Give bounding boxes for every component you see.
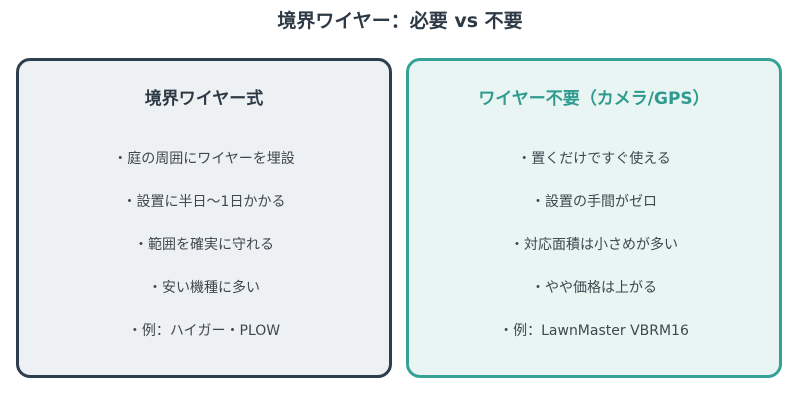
wireless-feature-item: ・やや価格は上がる <box>531 280 657 296</box>
wired-panel: 境界ワイヤー式 ・庭の周囲にワイヤーを埋設 ・設置に半日〜1日かかる ・範囲を確… <box>16 58 392 378</box>
wired-feature-item: ・設置に半日〜1日かかる <box>122 194 286 210</box>
wired-feature-item: ・庭の周囲にワイヤーを埋設 <box>113 151 295 167</box>
wired-panel-heading: 境界ワイヤー式 <box>144 89 264 109</box>
wireless-panel-heading: ワイヤー不要（カメラ/GPS） <box>478 89 710 109</box>
wired-feature-item: ・安い機種に多い <box>148 280 260 296</box>
wireless-feature-list: ・置くだけですぐ使える ・設置の手間がゼロ ・対応面積は小さめが多い ・やや価格… <box>409 149 779 364</box>
wireless-feature-item: ・例：LawnMaster VBRM16 <box>499 323 689 339</box>
wireless-feature-item: ・対応面積は小さめが多い <box>510 237 678 253</box>
page-title: 境界ワイヤー：必要 vs 不要 <box>277 10 523 32</box>
wireless-feature-item: ・置くだけですぐ使える <box>517 151 671 167</box>
wireless-feature-item: ・設置の手間がゼロ <box>531 194 657 210</box>
wired-feature-list: ・庭の周囲にワイヤーを埋設 ・設置に半日〜1日かかる ・範囲を確実に守れる ・安… <box>19 149 389 364</box>
wired-feature-item: ・範囲を確実に守れる <box>134 237 274 253</box>
wireless-panel: ワイヤー不要（カメラ/GPS） ・置くだけですぐ使える ・設置の手間がゼロ ・対… <box>406 58 782 378</box>
wired-feature-item: ・例：ハイガー・PLOW <box>127 323 281 339</box>
